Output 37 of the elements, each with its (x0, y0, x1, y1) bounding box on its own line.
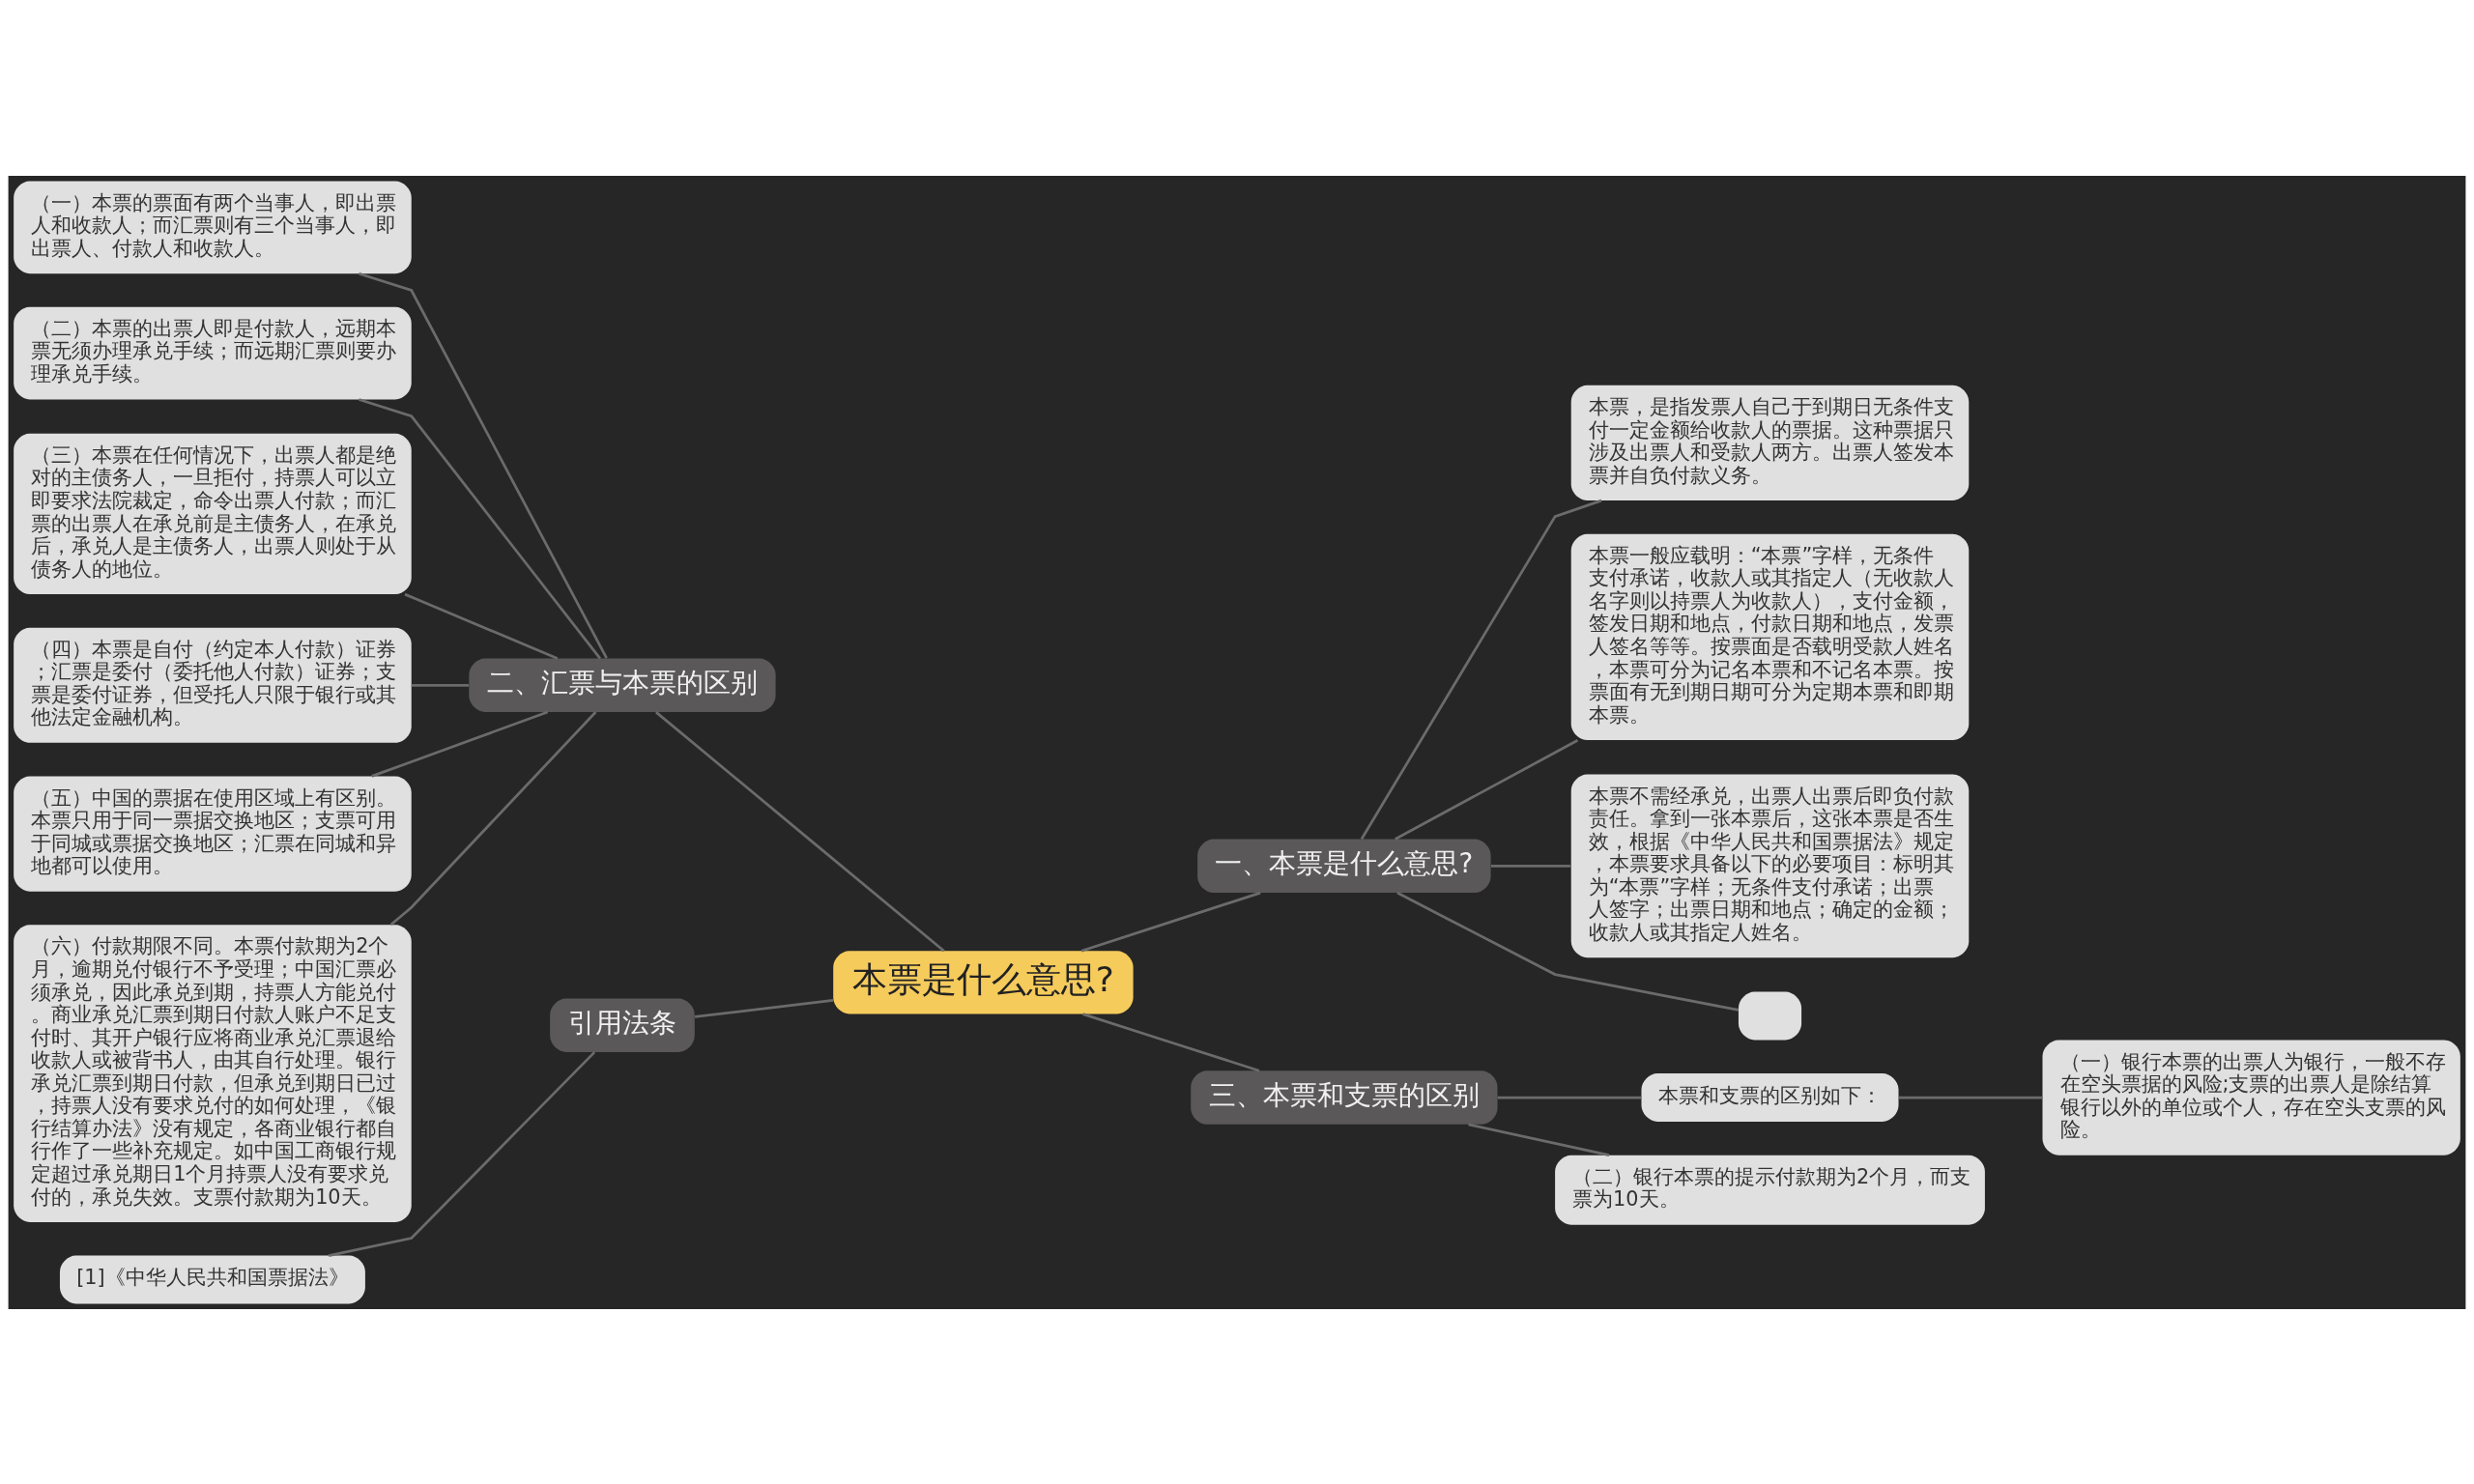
connector (389, 710, 597, 926)
node-box: 本票和支票的区别如下： (1641, 1072, 1899, 1122)
connector (404, 592, 559, 660)
node-box: （一）本票的票面有两个当事人，即出票人和收款人；而汇票则有三个当事人，即出票人、付款人和收款人。 (14, 181, 412, 273)
node-box: （一）银行本票的出票人为银行，一般不存在空头票据的风险;支票的出票人是除结算银行以外的单位或个人，存在空头支票的风险。 (2042, 1039, 2460, 1156)
node-box (1738, 991, 1802, 1040)
connector (328, 1050, 596, 1257)
node-box: 本票一般应载明：“本票”字样，无条件支付承诺，收款人或其指定人（无收款人名字则以持票人为收款人），支付金额，签发日期和地点，付款日期和地点，发票人签名等等。按票面是否载明受款人姓名，本票可分为记名本票和不记名本票。按票面有无到期日期可分为定期本票和即期本票。 (1570, 533, 1970, 740)
node-box: 本票不需经承兑，出票人出票后即负付款责任。拿到一张本票后，这张本票是否生效，根据《中华人民共和国票据法》规定，本票要求具备以下的必要项目：标明其为“本票”字样；无条件支付承诺；出票人签字；出票日期和地点；确定的金额；收款人或其指定人姓名。 (1570, 773, 1970, 957)
node-box: 本票，是指发票人自己于到期日无条件支付一定金额给收款人的票据。这种票据只涉及出票人和受款人两方。出票人签发本票并自负付款义务。 (1570, 385, 1970, 500)
node-box: 二、汇票与本票的区别 (469, 658, 776, 712)
connector (1468, 1123, 1610, 1156)
node-box: （五）中国的票据在使用区域上有区别。本票只用于同一票据交换地区；支票可用于同城或票据交换地区；汇票在同城和异地都可以使用。 (14, 776, 412, 892)
connector (1360, 499, 1602, 840)
node-box: （四）本票是自付（约定本人付款）证券；汇票是委付（委托他人付款）证券；支票是委付证券，但受托人只限于银行或其他法定金融机构。 (14, 627, 412, 743)
connector (655, 710, 945, 952)
connector (1899, 1096, 2043, 1099)
connector (411, 683, 470, 687)
connector (694, 998, 834, 1018)
connector (1396, 891, 1740, 1012)
node-box: 三、本票和支票的区别 (1191, 1070, 1498, 1125)
node-box: 引用法条 (550, 998, 695, 1052)
connector (1395, 738, 1579, 841)
node-box: 一、本票是什么意思? (1197, 839, 1491, 893)
connector (371, 710, 549, 778)
connector (1082, 1012, 1260, 1072)
node-box: [1]《中华人民共和国票据法》 (59, 1255, 365, 1303)
connector (1490, 864, 1571, 868)
connector (359, 397, 602, 659)
node-box: 本票是什么意思? (833, 950, 1134, 1013)
node-box: （六）付款期限不同。本票付款期为2个月，逾期兑付银行不予受理；中国汇票必须承兑，因此承兑到期，持票人方能兑付。商业承兑汇票到期日付款人账户不足支付时、其开户银行应将商业承兑汇票退给收款人或被背书人，由其自行处理。银行承兑汇票到期日付款，但承兑到期日已过，持票人没有要求兑付的如何处理，《银行结算办法》没有规定，各商业银行都自行作了一些补充规定。如中国工商银行规定超过承兑期日1个月持票人没有要求兑付的，承兑失效。支票付款期为10天。 (14, 924, 412, 1222)
connector (1497, 1096, 1642, 1099)
node-box: （二）银行本票的提示付款期为2个月，而支票为10天。 (1555, 1155, 1985, 1225)
connector (1080, 891, 1261, 953)
node-box: （三）本票在任何情况下，出票人都是绝对的主债务人，一旦拒付，持票人可以立即要求法院裁定，命令出票人付款；而汇票的出票人在承兑前是主债务人，在承兑后，承兑人是主债务人，出票人则处于从债务人的地位。 (14, 433, 412, 594)
connector (359, 271, 608, 659)
node-box: （二）本票的出票人即是付款人，远期本票无须办理承兑手续；而远期汇票则要办理承兑手续。 (14, 306, 412, 399)
